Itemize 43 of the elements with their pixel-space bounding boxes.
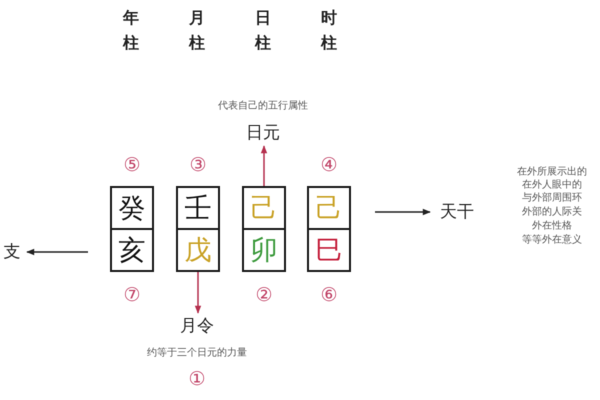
branch-cell <box>110 228 154 272</box>
column-header: 时柱 <box>321 7 337 54</box>
arrow <box>375 208 431 216</box>
annotation-text: 外部的人际关 <box>522 206 582 218</box>
branch-character: 亥 <box>118 236 146 264</box>
callout-number: ⑦ <box>123 285 141 307</box>
annotation-text: 约等于三个日元的力量 <box>147 347 247 359</box>
arrow <box>26 248 88 256</box>
arrow <box>194 272 202 314</box>
callout-number: ③ <box>189 155 207 177</box>
stem-cell <box>307 186 351 230</box>
annotation-text: 外在性格 <box>532 220 572 232</box>
callout-number: ④ <box>320 155 338 177</box>
stem-character: 己 <box>316 194 342 222</box>
stem-character: 己 <box>250 194 278 222</box>
term-label: 月令 <box>172 314 222 338</box>
stem-cell <box>242 186 286 230</box>
callout-number: ⑥ <box>320 285 338 307</box>
stem-character: 壬 <box>184 194 212 222</box>
annotation-text: 等等外在意义 <box>522 234 582 246</box>
stem-character: 癸 <box>118 194 146 222</box>
branch-cell <box>242 228 286 272</box>
callout-number: ② <box>255 285 273 307</box>
branch-character: 卯 <box>250 236 278 264</box>
branch-cell <box>307 228 351 272</box>
term-label: 支 <box>1 240 23 264</box>
arrow <box>260 145 268 186</box>
stem-cell <box>110 186 154 230</box>
annotation-text: 代表自己的五行属性 <box>218 100 308 112</box>
stem-cell <box>176 186 220 230</box>
branch-character: 戊 <box>184 236 212 264</box>
branch-cell <box>176 228 220 272</box>
term-label: 天干 <box>434 200 480 224</box>
branch-character: 巳 <box>316 236 342 264</box>
column-header: 年柱 <box>123 7 139 54</box>
term-label: 日元 <box>236 121 290 145</box>
annotation-text: 与外部周围环 <box>522 192 582 204</box>
annotation-text: 在外人眼中的 <box>522 179 582 191</box>
annotation-text: 在外所展示出的 <box>517 166 587 178</box>
column-header: 日柱 <box>255 7 271 54</box>
callout-number: ⑤ <box>123 155 141 177</box>
callout-number: ① <box>188 369 206 391</box>
column-header: 月柱 <box>189 7 205 54</box>
